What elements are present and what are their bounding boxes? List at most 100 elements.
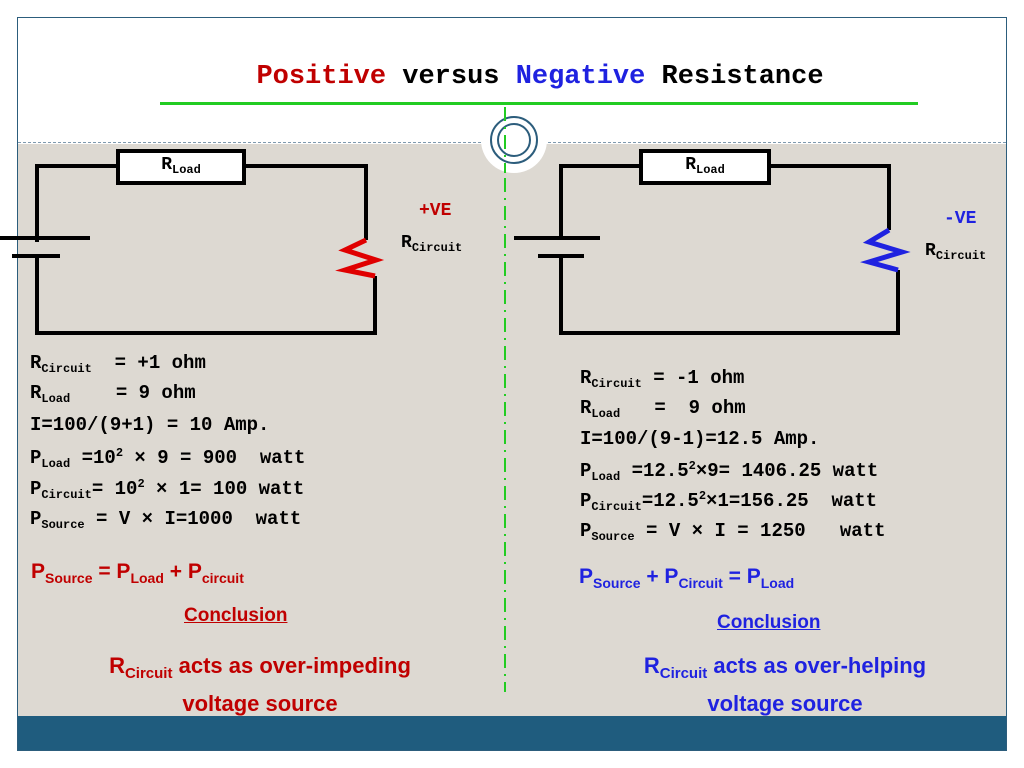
page-title: Positive versus Negative Resistance bbox=[160, 62, 920, 92]
right-calc-line-2: RLoad = 9 ohm bbox=[580, 397, 746, 421]
calc-subscript: Source bbox=[591, 530, 635, 544]
left-resistor-zigzag-icon bbox=[335, 237, 385, 279]
eq-subscript: Source bbox=[593, 575, 641, 591]
calc-value: = 9 ohm bbox=[620, 397, 746, 419]
left-calc-line-1: RCircuit = +1 ohm bbox=[30, 352, 206, 376]
calc-subscript: Load bbox=[41, 392, 71, 406]
calc-subscript: Load bbox=[591, 470, 621, 484]
eq-symbol: P bbox=[187, 560, 202, 583]
calc-value: = V × I = 1250 watt bbox=[634, 520, 886, 542]
left-statement-line-1: RCircuit acts as over-impeding bbox=[40, 651, 480, 689]
left-power-equation: PSource = PLoad + Pcircuit bbox=[31, 560, 244, 586]
left-rload-main: R bbox=[161, 155, 172, 175]
calc-value: =10 bbox=[70, 447, 116, 469]
calc-symbol: P bbox=[30, 447, 42, 469]
eq-operator: = bbox=[92, 560, 117, 583]
eq-subscript: Source bbox=[45, 570, 93, 586]
eq-subscript: Load bbox=[130, 570, 164, 586]
calc-subscript: Circuit bbox=[591, 500, 642, 514]
right-rload-sub: Load bbox=[696, 163, 725, 177]
eq-subscript: Load bbox=[760, 575, 795, 591]
title-underline bbox=[160, 102, 918, 105]
circle-ornament-icon bbox=[481, 107, 547, 173]
right-polarity-label: -VE bbox=[944, 209, 977, 229]
right-rload-label: RLoad bbox=[641, 155, 769, 177]
right-statement-line-1: RCircuit acts as over-helping bbox=[575, 651, 995, 689]
eq-operator: = bbox=[722, 565, 747, 588]
calc-value: = -1 ohm bbox=[641, 367, 745, 389]
calc-subscript: Circuit bbox=[41, 488, 92, 502]
eq-symbol: P bbox=[579, 565, 594, 588]
eq-operator: + bbox=[163, 560, 188, 583]
calc-symbol: P bbox=[580, 460, 592, 482]
right-calc-line-1: RCircuit = -1 ohm bbox=[580, 367, 744, 391]
eq-symbol: P bbox=[746, 565, 761, 588]
statement-symbol: R bbox=[643, 653, 660, 678]
right-rcircuit-sub: Circuit bbox=[935, 249, 987, 263]
calc-superscript: 2 bbox=[137, 477, 145, 491]
eq-subscript: circuit bbox=[201, 570, 244, 586]
calc-symbol: R bbox=[580, 367, 592, 389]
eq-subscript: Circuit bbox=[678, 575, 723, 591]
statement-symbol: R bbox=[109, 653, 125, 678]
calc-symbol: P bbox=[580, 490, 592, 512]
left-conclusion-statement: RCircuit acts as over-impeding voltage s… bbox=[40, 651, 480, 719]
right-conclusion-statement: RCircuit acts as over-helping voltage so… bbox=[575, 651, 995, 719]
title-resistance: Resistance bbox=[645, 62, 824, 92]
title-positive: Positive bbox=[256, 62, 387, 92]
left-statement-line-2: voltage source bbox=[182, 691, 338, 716]
right-power-equation: PSource + PCircuit = PLoad bbox=[579, 565, 794, 591]
calc-symbol: P bbox=[580, 520, 592, 542]
left-calc-line-3: I=100/(9+1) = 10 Amp. bbox=[30, 414, 270, 436]
calc-subscript: Load bbox=[41, 457, 71, 471]
right-rcircuit-main: R bbox=[925, 241, 936, 261]
calc-value: = 10 bbox=[91, 478, 138, 500]
statement-text: acts as over-helping bbox=[707, 653, 927, 678]
calc-value: ×1=156.25 watt bbox=[706, 490, 878, 512]
right-calc-line-5: PCircuit=12.52×1=156.25 watt bbox=[580, 489, 877, 514]
statement-text: acts as over-impeding bbox=[172, 653, 411, 678]
calc-superscript: 2 bbox=[688, 459, 696, 473]
calc-superscript: 2 bbox=[115, 446, 124, 460]
left-rcircuit-sub: Circuit bbox=[411, 241, 463, 255]
calc-subscript: Circuit bbox=[591, 377, 642, 391]
right-calc-line-6: PSource = V × I = 1250 watt bbox=[580, 520, 885, 544]
right-calc-line-4: PLoad =12.52×9= 1406.25 watt bbox=[580, 459, 878, 484]
calc-symbol: R bbox=[580, 397, 592, 419]
left-rcircuit-main: R bbox=[401, 233, 412, 253]
calc-subscript: Source bbox=[41, 518, 85, 532]
statement-subscript: Circuit bbox=[659, 665, 708, 682]
calc-subscript: Load bbox=[591, 407, 621, 421]
right-statement-line-2: voltage source bbox=[707, 691, 863, 716]
left-rload-sub: Load bbox=[172, 163, 201, 177]
left-calc-line-5: PCircuit= 102 × 1= 100 watt bbox=[30, 477, 304, 502]
left-calc-line-2: RLoad = 9 ohm bbox=[30, 382, 196, 406]
right-rcircuit-label: RCircuit bbox=[925, 241, 986, 263]
left-calc-line-4: PLoad =102 × 9 = 900 watt bbox=[30, 446, 305, 471]
footer-bar bbox=[18, 716, 1006, 750]
calc-symbol: R bbox=[30, 352, 42, 374]
right-rload-main: R bbox=[685, 155, 696, 175]
calc-symbol: P bbox=[30, 478, 42, 500]
right-conclusion-heading: Conclusion bbox=[717, 612, 821, 633]
statement-subscript: Circuit bbox=[124, 665, 173, 682]
right-calc-line-3: I=100/(9-1)=12.5 Amp. bbox=[580, 428, 820, 450]
calc-value: ×9= 1406.25 watt bbox=[695, 460, 879, 482]
eq-symbol: P bbox=[116, 560, 131, 583]
left-conclusion-heading: Conclusion bbox=[184, 605, 288, 626]
calc-value: × 1= 100 watt bbox=[144, 478, 305, 500]
title-negative: Negative bbox=[515, 62, 646, 92]
right-resistor-zigzag-icon bbox=[860, 227, 911, 273]
title-versus: versus bbox=[386, 62, 516, 92]
left-rcircuit-label: RCircuit bbox=[401, 233, 462, 255]
eq-symbol: P bbox=[664, 565, 679, 588]
calc-value: = V × I=1000 watt bbox=[84, 508, 302, 530]
eq-symbol: P bbox=[31, 560, 46, 583]
calc-subscript: Circuit bbox=[41, 362, 92, 376]
content-background bbox=[18, 144, 1006, 716]
calc-value: = 9 ohm bbox=[70, 382, 196, 404]
left-polarity-label: +VE bbox=[419, 201, 452, 221]
